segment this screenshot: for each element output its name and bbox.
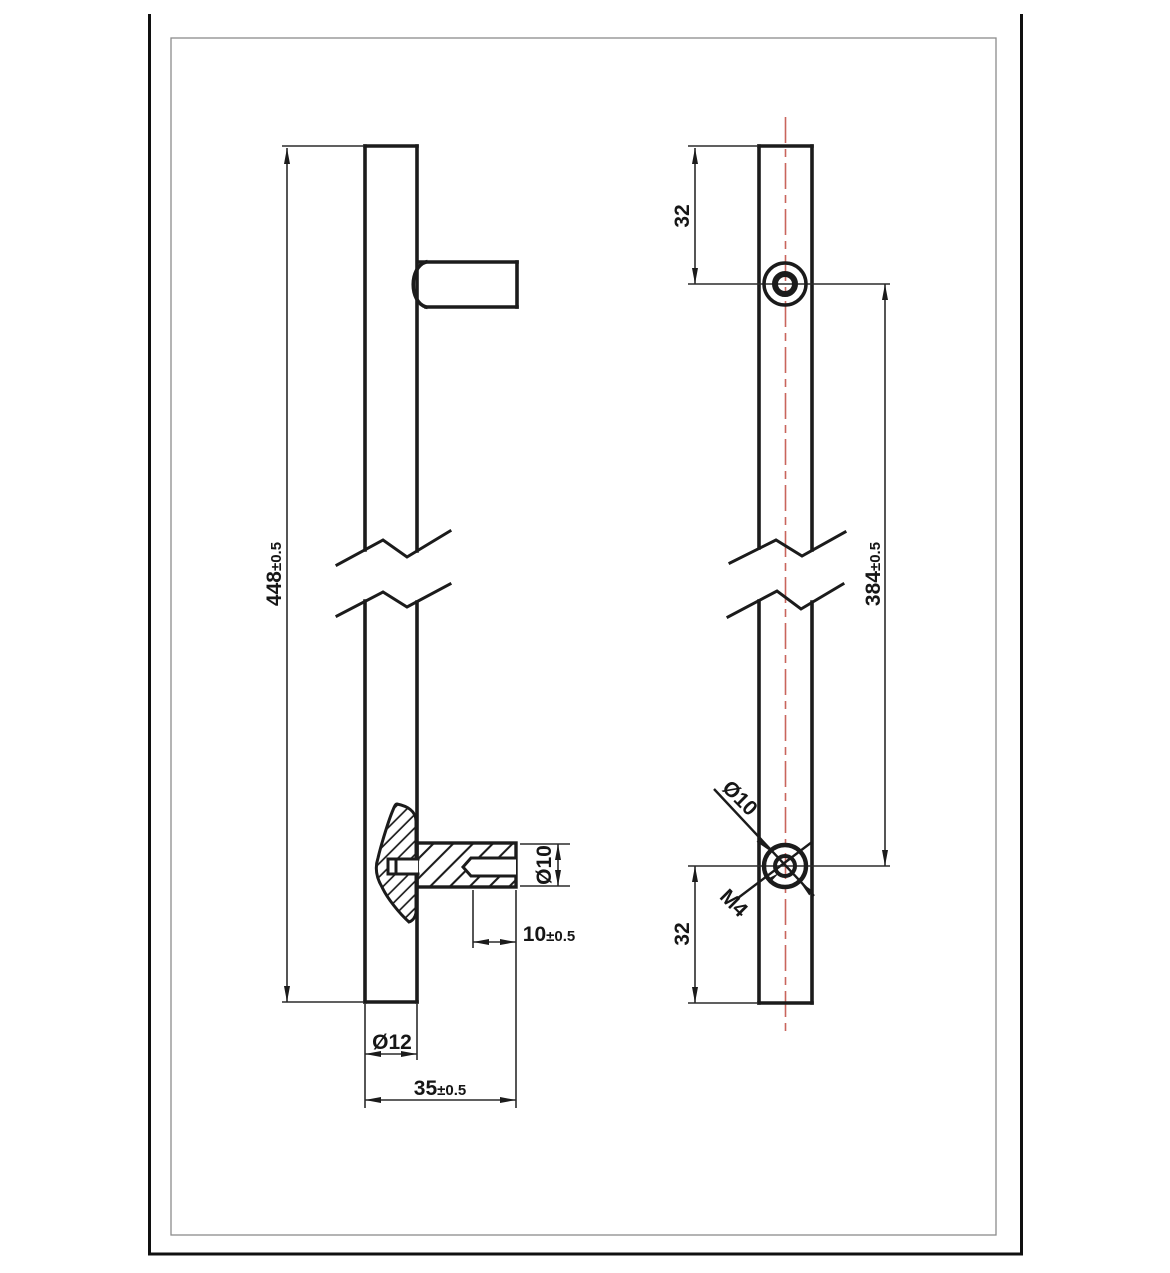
dim-bottom-hole-offset-label: 32 (671, 922, 694, 945)
fixing-screw (386, 857, 420, 876)
grip-arm (411, 259, 519, 310)
dim-hole-diameter-label: Ø10 (717, 776, 761, 820)
dim-bar-diameter-label: Ø12 (372, 1031, 412, 1054)
dim-bottom-hole-offset: 32 (671, 866, 757, 1004)
dim-bore-depth-label: 10±0.5 (523, 923, 575, 946)
dim-stud-diameter-label: Ø10 (533, 845, 556, 885)
dim-top-hole-offset-label: 32 (671, 204, 694, 227)
dim-hole-spacing: 384±0.5 (862, 284, 888, 866)
stud-bore (460, 856, 518, 878)
inner-frame (170, 37, 997, 1236)
dim-hole-spacing-label: 384±0.5 (862, 542, 885, 606)
handle-bar-side (363, 144, 419, 1004)
threaded-stud-section (386, 841, 518, 889)
side-view: 448±0.5 Ø10 10±0.5 Ø12 (263, 144, 575, 1108)
break-lines-side (334, 528, 453, 619)
drawing-frame (148, 14, 1023, 1256)
dim-bore-depth: 10±0.5 (472, 890, 575, 1108)
handle-bar-front (757, 144, 814, 1005)
bottom-mount-hole: Ø10 M4 (713, 776, 815, 922)
dim-top-hole-offset: 32 (671, 145, 757, 284)
dim-bar-diameter: Ø12 (364, 1004, 418, 1108)
front-view: Ø10 M4 32 384±0.5 32 (671, 117, 890, 1031)
dim-stud-length: 35±0.5 (365, 1077, 516, 1103)
break-lines-front (725, 529, 848, 620)
dim-overall-length: 448±0.5 (263, 145, 363, 1003)
top-mount-hole (762, 261, 808, 307)
dim-stud-diameter: Ø10 (520, 843, 570, 887)
dim-stud-length-label: 35±0.5 (414, 1077, 466, 1100)
dim-overall-length-label: 448±0.5 (263, 542, 286, 606)
